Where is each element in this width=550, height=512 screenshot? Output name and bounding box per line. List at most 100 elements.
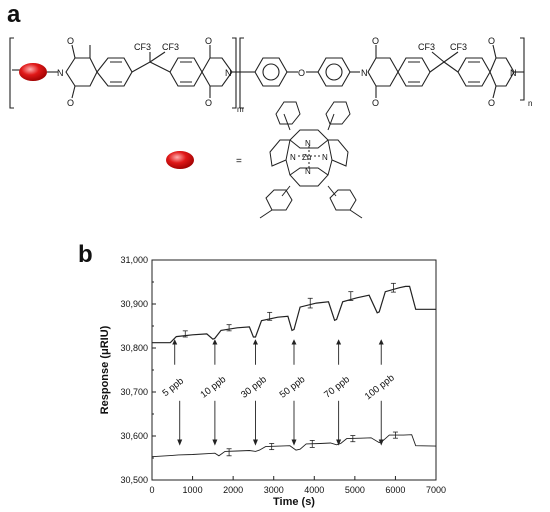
polymer-structure xyxy=(9,37,525,109)
bond xyxy=(283,113,291,131)
atom-o: O xyxy=(298,68,305,78)
atom-o: O xyxy=(67,36,74,46)
y-tick-label: 30,800 xyxy=(120,343,148,353)
aromatic-circle xyxy=(325,63,343,81)
bond xyxy=(431,51,459,63)
plot-frame xyxy=(151,259,437,481)
double-bond xyxy=(408,61,420,83)
bond xyxy=(327,185,337,197)
bond xyxy=(492,44,497,99)
pyrrole-ring xyxy=(327,139,349,167)
panel-a-label: a xyxy=(7,1,21,28)
double-bond xyxy=(180,61,192,83)
atom-cf3: CF3 xyxy=(418,42,435,52)
bond xyxy=(429,61,445,73)
concentration-label: 100 ppb xyxy=(363,372,397,402)
x-tick-label: 1000 xyxy=(183,485,203,495)
up-arrowhead xyxy=(212,339,218,345)
down-arrowhead xyxy=(378,439,384,446)
atom-cf3: CF3 xyxy=(162,42,179,52)
y-axis-label: Response (μRIU) xyxy=(99,325,111,414)
up-arrowhead xyxy=(378,339,384,345)
atom-o: O xyxy=(372,98,379,108)
subscript-m: m xyxy=(237,105,244,114)
y-tick-label: 30,700 xyxy=(120,387,148,397)
bond xyxy=(131,61,151,73)
atom-n: N xyxy=(305,139,311,148)
methyl-bond xyxy=(349,209,363,219)
y-tick-label: 30,500 xyxy=(120,475,148,485)
atom-o: O xyxy=(205,36,212,46)
atom-n: N xyxy=(57,68,64,78)
atom-o: O xyxy=(372,36,379,46)
concentration-label: 70 ppb xyxy=(322,374,352,401)
phenyl-ring xyxy=(325,101,351,125)
bond xyxy=(285,159,333,176)
down-arrowhead xyxy=(252,439,258,446)
atom-o: O xyxy=(205,98,212,108)
down-arrowhead xyxy=(336,439,342,446)
bond xyxy=(443,61,459,73)
benzene-ring xyxy=(317,57,351,87)
up-arrowhead xyxy=(336,339,342,345)
concentration-label: 10 ppb xyxy=(199,374,229,401)
x-axis: 0 1000 2000 3000 4000 5000 6000 7000 xyxy=(149,476,446,495)
y-tick-label: 30,600 xyxy=(120,431,148,441)
double-bond xyxy=(110,61,122,83)
atom-o: O xyxy=(488,36,495,46)
phenyl-ring xyxy=(275,101,301,125)
pyrrole-ring xyxy=(269,139,291,167)
tolyl-ring xyxy=(329,189,357,211)
series-line-1 xyxy=(152,285,436,344)
atom-o: O xyxy=(67,98,74,108)
aromatic-circle xyxy=(262,63,280,81)
down-arrowhead xyxy=(291,439,297,446)
concentration-label: 50 ppb xyxy=(278,374,308,401)
x-axis-label: Time (s) xyxy=(273,496,315,508)
tolyl-ring xyxy=(265,189,293,211)
equals-sign: = xyxy=(236,156,242,167)
porphyrin-marker xyxy=(19,63,47,81)
up-arrowhead xyxy=(291,339,297,345)
x-tick-label: 2000 xyxy=(223,485,243,495)
panel-b-label: b xyxy=(78,241,93,268)
subscript-n: n xyxy=(528,99,532,108)
x-tick-label: 5000 xyxy=(345,485,365,495)
methyl-bond xyxy=(259,209,273,219)
y-tick-label: 30,900 xyxy=(120,299,148,309)
y-tick-label: 31,000 xyxy=(120,255,148,265)
response-chart: 0 1000 2000 3000 4000 5000 6000 7000 30,500 30,6… xyxy=(99,255,446,508)
bracket-right xyxy=(232,37,237,109)
atom-n: N xyxy=(225,68,232,78)
atom-n: N xyxy=(322,153,328,162)
bond xyxy=(149,51,166,63)
atom-cf3: CF3 xyxy=(134,42,151,52)
benzene-ring xyxy=(254,57,288,87)
concentration-label: 30 ppb xyxy=(239,374,269,401)
y-axis: 30,500 30,600 30,700 30,800 30,900 31,000 xyxy=(120,255,156,485)
atom-n: N xyxy=(290,153,296,162)
down-arrowhead xyxy=(177,439,183,446)
x-tick-label: 0 xyxy=(149,485,154,495)
bracket-right xyxy=(520,37,525,101)
down-arrowhead xyxy=(212,439,218,446)
atom-cf3: CF3 xyxy=(450,42,467,52)
bond xyxy=(281,185,291,197)
imide-ring xyxy=(367,57,399,87)
x-tick-label: 7000 xyxy=(426,485,446,495)
x-tick-label: 4000 xyxy=(304,485,324,495)
porphyrin-marker-legend xyxy=(166,151,194,169)
atom-zn: Zn xyxy=(302,153,311,162)
x-tick-label: 6000 xyxy=(385,485,405,495)
x-tick-label: 3000 xyxy=(264,485,284,495)
atom-n: N xyxy=(361,68,368,78)
up-arrowhead xyxy=(252,339,258,345)
atom-n: N xyxy=(305,167,311,176)
bond xyxy=(149,61,171,73)
bracket-left xyxy=(9,37,14,109)
zn-porphyrin-structure xyxy=(259,101,363,219)
imide-ring xyxy=(65,57,98,87)
bond xyxy=(71,44,91,59)
